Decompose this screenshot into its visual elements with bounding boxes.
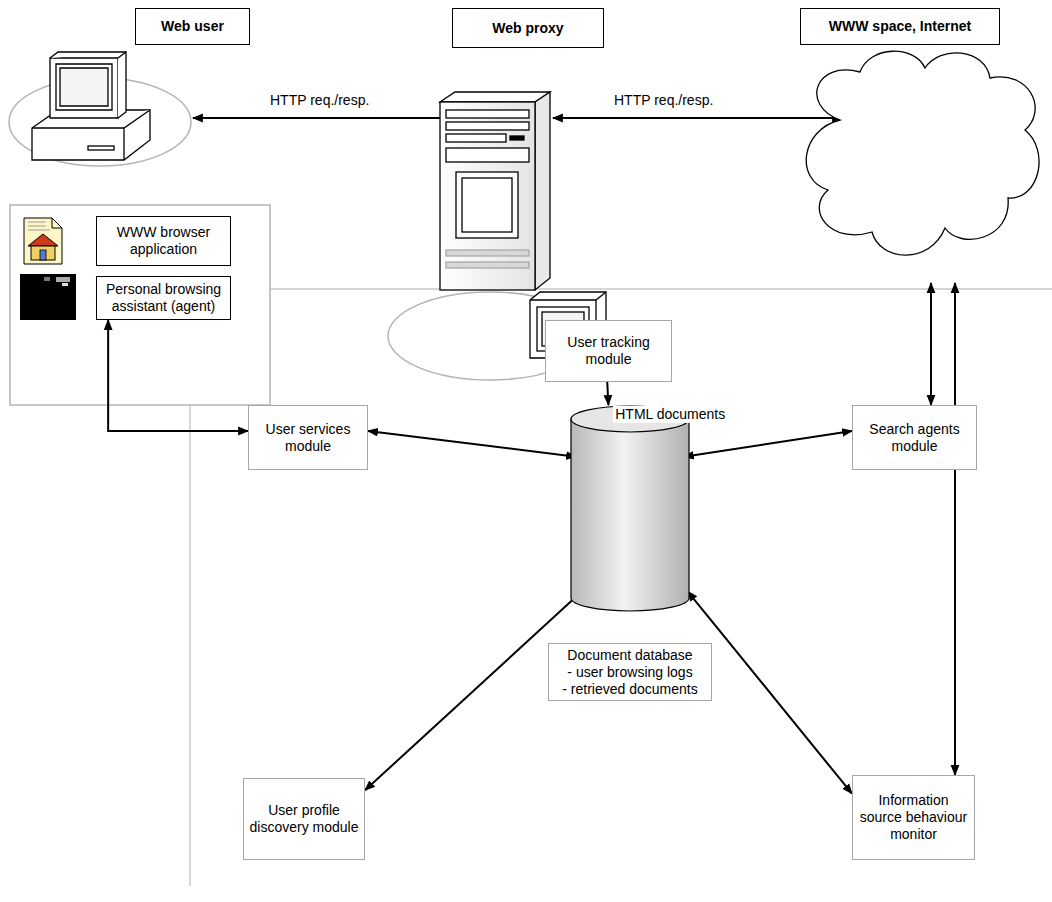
internet-arrow — [954, 283, 956, 405]
browser-icon — [24, 218, 62, 264]
connector-arrow — [108, 320, 248, 431]
node-text: Personal browsing assistant (agent) — [101, 281, 226, 315]
connector-arrow — [684, 431, 852, 457]
header-box: Web proxy — [452, 8, 604, 48]
database-item: - retrieved documents — [553, 681, 707, 698]
header-box: Web user — [135, 8, 250, 45]
node-text: WWW space, Internet — [829, 18, 971, 35]
http-arrow — [553, 117, 842, 119]
node-text: Web proxy — [492, 20, 563, 37]
module-box: User tracking module — [545, 320, 672, 382]
node-text: User tracking module — [550, 334, 667, 368]
protocol-label: HTTP req./resp. — [268, 92, 371, 109]
application-box: WWW browser application — [96, 216, 231, 266]
protocol-label: HTTP req./resp. — [612, 92, 715, 109]
database-cylinder: Document database- user browsing logs- r… — [570, 405, 690, 612]
edge-label: HTML documents — [613, 406, 727, 423]
internet-arrow — [954, 470, 956, 775]
node-text: User profile discovery module — [248, 802, 360, 836]
cylinder-shape — [570, 405, 690, 612]
internet-arrow — [930, 283, 932, 405]
internet-cloud — [806, 51, 1039, 255]
node-text: Web user — [161, 18, 224, 35]
connector-arrow — [368, 431, 576, 457]
proxy-server — [440, 92, 606, 358]
node-text: User services module — [253, 421, 363, 455]
database-label-box: Document database- user browsing logs- r… — [548, 643, 712, 701]
agent-icon — [20, 274, 76, 320]
database-title: Document database — [553, 647, 707, 664]
module-box: User services module — [248, 405, 368, 470]
header-box: WWW space, Internet — [800, 8, 1000, 45]
node-text: Search agents module — [857, 421, 972, 455]
user-panel — [10, 205, 270, 405]
connector-arrow — [607, 382, 608, 405]
module-box: Search agents module — [852, 405, 977, 470]
node-text: WWW browser application — [101, 224, 226, 258]
user-computer — [32, 52, 150, 160]
separator-line — [189, 405, 191, 886]
separator-line — [270, 288, 1052, 290]
connector-arrow — [688, 591, 852, 793]
module-box: Information source behaviour monitor — [852, 775, 975, 860]
agent-box: Personal browsing assistant (agent) — [96, 276, 231, 320]
http-arrow — [193, 117, 452, 119]
node-text: Information source behaviour monitor — [857, 792, 970, 842]
database-item: - user browsing logs — [553, 664, 707, 681]
module-box: User profile discovery module — [243, 778, 365, 860]
